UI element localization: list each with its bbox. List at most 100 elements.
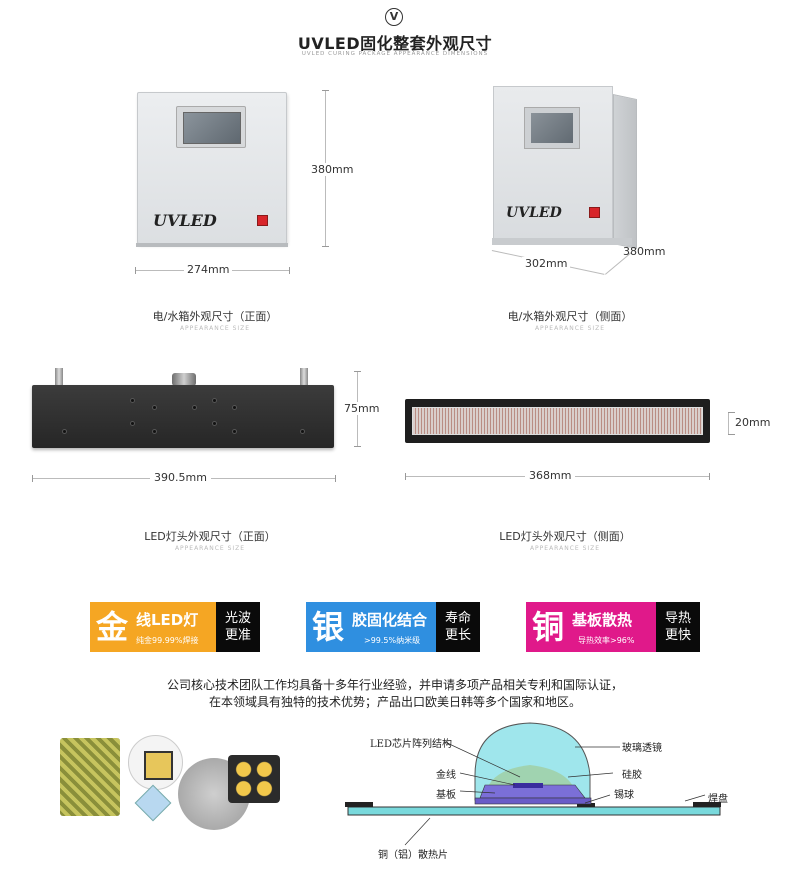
power-switch-icon (589, 207, 600, 218)
label-substrate: 基板 (436, 790, 456, 801)
screw-hole-icon (300, 429, 305, 434)
label-heatsink: 铜（铝）散热片 (378, 850, 448, 861)
led-structure-diagram (345, 722, 721, 846)
led-array-strip (412, 407, 703, 435)
dimension-tick (405, 473, 406, 480)
leader-line (684, 794, 706, 802)
label-solder-ball: 锡球 (614, 790, 634, 801)
badge-big-char: 银 (306, 602, 350, 652)
badge-big-char: 铜 (526, 602, 570, 652)
led-head-side-height: 20mm (735, 416, 771, 429)
badge-dark-line: 更快 (664, 628, 691, 643)
badge-title: 基板散热 (572, 611, 633, 629)
led-chip-array-photo (60, 738, 120, 816)
cabinet-front-caption: 电/水箱外观尺寸（正面） (152, 310, 278, 323)
led-chip (513, 783, 543, 788)
company-description-line-2: 在本领域具有独特的技术优势；产品出口欧美日韩等多个国家和地区。 (208, 695, 581, 709)
cabinet-front-image: UVLED (136, 92, 288, 247)
badge-subtitle: 纯金99.99%焊接 (136, 636, 199, 645)
led-head-front-width: 390.5mm (150, 471, 211, 484)
led-head-side-caption: LED灯头外观尺寸（侧面） (499, 530, 631, 543)
dimension-tick (322, 246, 329, 247)
screw-hole-icon (152, 429, 157, 434)
led-chip-closeup-photo (128, 735, 183, 790)
leader-line (444, 741, 521, 778)
badge-dark-line: 更长 (444, 628, 471, 643)
label-pad: 焊盘 (708, 794, 728, 805)
cabinet-side-base (492, 238, 632, 245)
label-led-array: LED芯片阵列结构 (370, 739, 452, 750)
screw-hole-icon (62, 429, 67, 434)
page-subtitle: UVLED CURING PACKAGE APPEARANCE DIMENSIO… (301, 51, 489, 57)
cabinet-brand-label: UVLED (506, 205, 562, 221)
cabinet-front-height: 380mm (309, 163, 356, 176)
cabinet-side-panel (613, 94, 637, 250)
brand-logo-icon: V (385, 8, 403, 26)
screw-hole-icon (232, 405, 237, 410)
power-switch-icon (257, 215, 268, 226)
badge-title: 线LED灯 (136, 611, 199, 629)
water-fitting-icon (55, 368, 63, 386)
dimension-tick (32, 475, 33, 482)
dimension-tick (354, 371, 361, 372)
badge-dark-line: 导热 (664, 611, 691, 626)
cabinet-side-depth: 380mm (623, 245, 666, 258)
heatsink-plate (347, 806, 721, 816)
pad-left (345, 802, 373, 807)
cabinet-feet (136, 243, 288, 247)
gold-led-module-photo (228, 755, 280, 803)
badge-big-char: 金 (90, 602, 134, 652)
cabinet-brand-label: UVLED (153, 211, 217, 230)
label-glass-lens: 玻璃透镜 (622, 743, 662, 754)
cabinet-side-width: 302mm (522, 257, 571, 270)
dimension-tick (289, 267, 290, 274)
screw-hole-icon (192, 405, 197, 410)
cabinet-side-caption-sub: APPEARANCE SIZE (534, 325, 606, 332)
led-head-front-caption-sub: APPEARANCE SIZE (174, 545, 246, 552)
label-silica-gel: 硅胶 (622, 770, 642, 781)
led-head-side-caption-sub: APPEARANCE SIZE (529, 545, 601, 552)
water-fitting-icon (300, 368, 308, 386)
badge-dark-line: 更准 (224, 628, 251, 643)
screw-hole-icon (130, 421, 135, 426)
led-head-front-image (32, 385, 334, 448)
badge-dark-line: 寿命 (444, 611, 471, 626)
cabinet-front-width: 274mm (184, 263, 233, 276)
cabinet-side-caption: 电/水箱外观尺寸（侧面） (507, 310, 633, 323)
badge-dark-panel: 导热 更快 (656, 602, 700, 652)
feature-badge-gold: 金 线LED灯 纯金99.99%焊接 光波 更准 (90, 602, 260, 652)
badge-body: 胶固化结合 >99.5%纳米级 (350, 602, 436, 652)
company-description-line-1: 公司核心技术团队工作均具备十多年行业经验，并申请多项产品相关专利和国际认证， (166, 678, 623, 692)
page-title: UVLED固化整套外观尺寸 (297, 34, 493, 53)
screw-hole-icon (212, 421, 217, 426)
screw-hole-icon (130, 398, 135, 403)
touch-screen-icon (524, 107, 580, 149)
dimension-tick (709, 473, 710, 480)
dimension-tick (135, 267, 136, 274)
led-head-front-height: 75mm (343, 402, 381, 415)
dimension-tick (354, 446, 361, 447)
screw-hole-icon (152, 405, 157, 410)
badge-subtitle: 导热效率>96% (578, 636, 635, 645)
pad-mid (577, 803, 595, 807)
cabinet-side-image: UVLED (493, 86, 613, 239)
badge-body: 基板散热 导热效率>96% (570, 602, 656, 652)
led-head-side-width: 368mm (525, 469, 576, 482)
touch-screen-icon (176, 106, 246, 148)
chip-package-icon (134, 784, 172, 822)
leader-line (459, 790, 496, 794)
badge-dark-line: 光波 (224, 611, 251, 626)
feature-badge-silver: 银 胶固化结合 >99.5%纳米级 寿命 更长 (306, 602, 480, 652)
pad-right (693, 802, 721, 807)
led-head-front-caption: LED灯头外观尺寸（正面） (144, 530, 276, 543)
dimension-tick (728, 434, 735, 435)
badge-dark-panel: 光波 更准 (216, 602, 260, 652)
leader-line (584, 794, 611, 804)
leader-line (459, 772, 516, 786)
label-gold-wire: 金线 (436, 770, 456, 781)
lens-base (474, 797, 592, 805)
feature-badge-copper: 铜 基板散热 导热效率>96% 导热 更快 (526, 602, 700, 652)
screw-hole-icon (212, 398, 217, 403)
screw-hole-icon (232, 429, 237, 434)
badge-dark-panel: 寿命 更长 (436, 602, 480, 652)
